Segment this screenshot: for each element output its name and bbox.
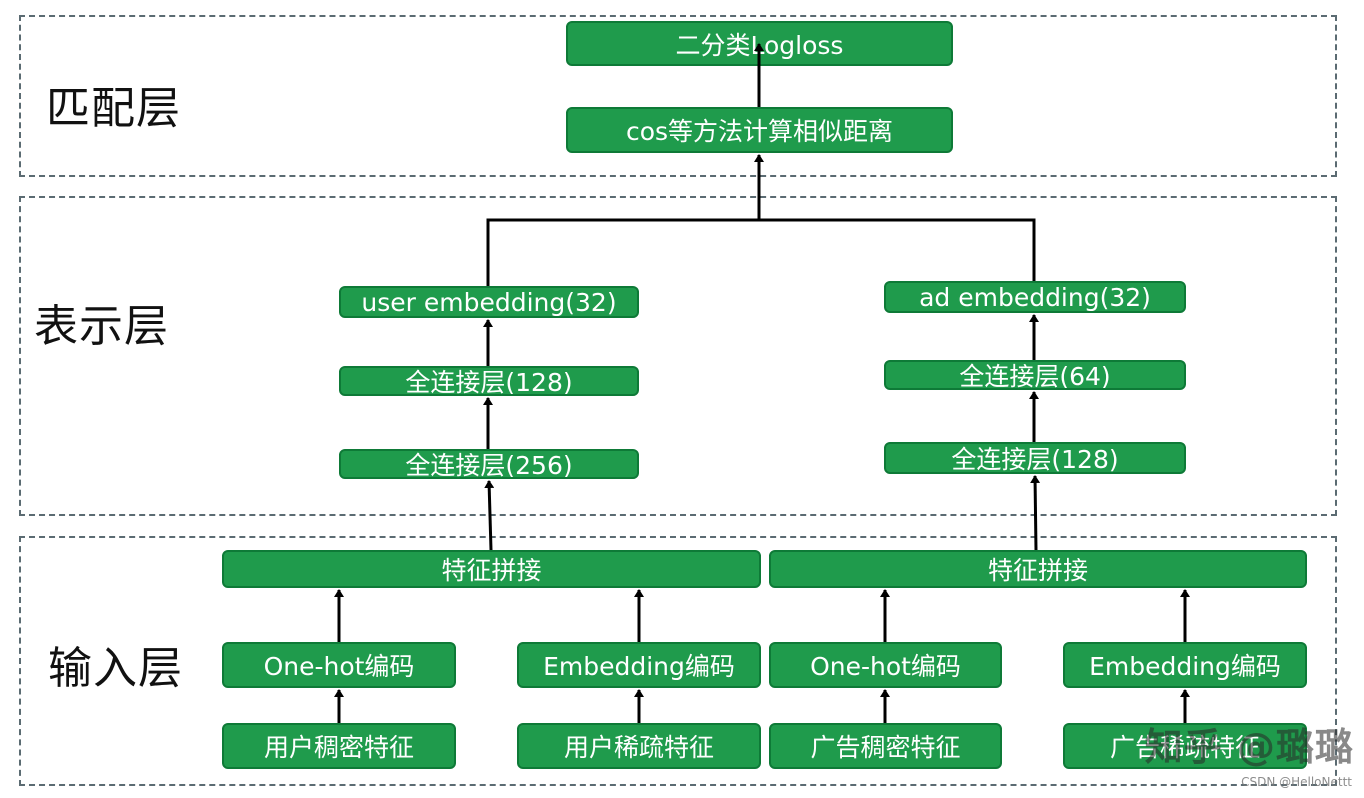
ad-fc128-node: 全连接层(128) <box>884 442 1186 474</box>
ad-sparse-feature-node: 广告稀疏特征 <box>1063 723 1307 769</box>
match-layer-title: 匹配层 <box>46 83 181 134</box>
ad-dense-feature-node: 广告稠密特征 <box>769 723 1002 769</box>
csdn-watermark: CSDN @HelloNettt <box>1241 775 1352 789</box>
ad-onehot-node: One-hot编码 <box>769 642 1002 688</box>
ad-fc64-node: 全连接层(64) <box>884 360 1186 390</box>
zhihu-watermark: 知乎 @璐璐 <box>1144 725 1354 769</box>
representation-layer <box>19 196 1337 516</box>
user-dense-feature-node: 用户稠密特征 <box>222 723 456 769</box>
user-fc256-node: 全连接层(256) <box>339 449 639 479</box>
user-embedding-node: user embedding(32) <box>339 286 639 318</box>
ad-embedding-node: ad embedding(32) <box>884 281 1186 313</box>
match-layer <box>19 15 1337 177</box>
input-layer <box>19 536 1337 786</box>
similarity-node: cos等方法计算相似距离 <box>566 107 953 153</box>
user-concat-node: 特征拼接 <box>222 550 761 588</box>
user-emb-enc-node: Embedding编码 <box>517 642 761 688</box>
user-fc128-node: 全连接层(128) <box>339 366 639 396</box>
logloss-node: 二分类Logloss <box>566 21 953 66</box>
user-sparse-feature-node: 用户稀疏特征 <box>517 723 761 769</box>
user-onehot-node: One-hot编码 <box>222 642 456 688</box>
representation-layer-title: 表示层 <box>34 301 169 352</box>
ad-concat-node: 特征拼接 <box>769 550 1307 588</box>
ad-emb-enc-node: Embedding编码 <box>1063 642 1307 688</box>
input-layer-title: 输入层 <box>48 643 183 694</box>
